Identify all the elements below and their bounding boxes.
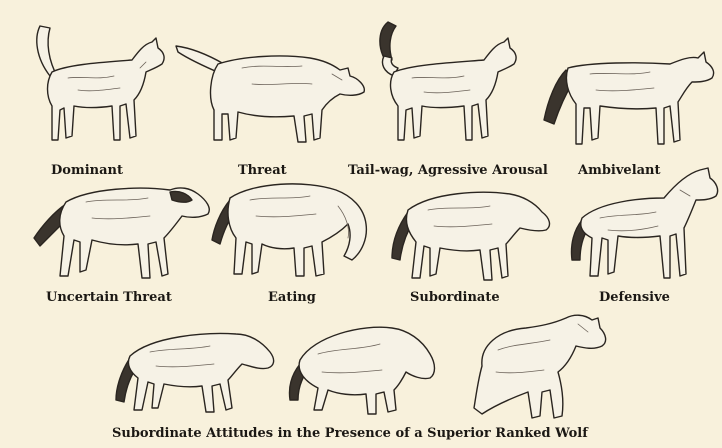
wolf-threat-drawing: [172, 34, 372, 159]
label-eating: Eating: [268, 290, 316, 305]
label-subordinate: Subordinate: [410, 290, 500, 305]
figure-caption: Subordinate Attitudes in the Presence of…: [112, 426, 588, 441]
label-threat: Threat: [238, 163, 287, 178]
label-uncertain-threat: Uncertain Threat: [46, 290, 172, 305]
wolf-defensive-drawing: [560, 164, 722, 288]
wolf-dominant-drawing: [28, 18, 168, 153]
wolf-low-crouch-drawing: [110, 316, 278, 421]
wolf-subordinate-drawing: [388, 182, 558, 287]
label-dominant: Dominant: [51, 163, 123, 178]
wolf-tail-wag-drawing: [370, 16, 530, 154]
label-ambivalent: Ambivelant: [578, 163, 661, 178]
wolf-eating-drawing: [206, 176, 376, 286]
wolf-cowering-drawing: [282, 314, 442, 422]
wolf-ambivalent-drawing: [540, 50, 720, 155]
wolf-uncertain-threat-drawing: [30, 180, 220, 290]
label-tail-wag: Tail-wag, Agressive Arousal: [348, 163, 548, 178]
label-defensive: Defensive: [599, 290, 670, 305]
wolf-submissive-sitting-drawing: [462, 310, 612, 426]
